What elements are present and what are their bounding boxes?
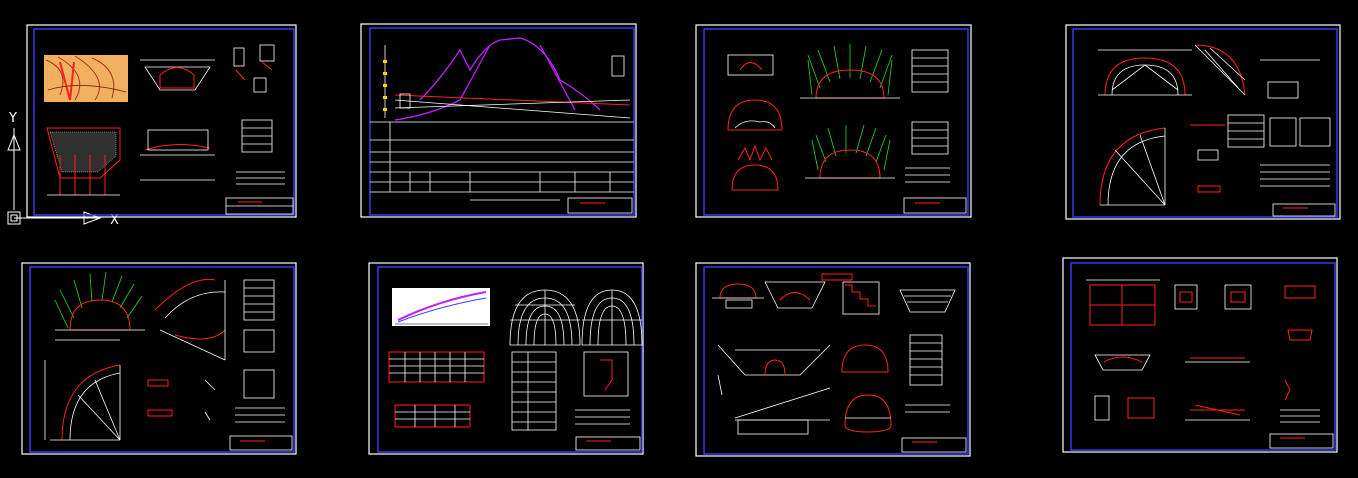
drawing-sheet-2[interactable] [360, 23, 637, 218]
detail-marks [233, 44, 275, 93]
stepped-excavation [842, 281, 880, 315]
topographic-site-plan [44, 55, 128, 102]
arch-ring-left [509, 289, 581, 346]
excavation-section-lower [731, 144, 779, 191]
title-block [903, 197, 967, 214]
bench-section [899, 289, 956, 313]
drawing-sheet-3[interactable] [695, 24, 972, 218]
tunnel-section-bolts [54, 271, 145, 341]
invert-details [1094, 354, 1320, 423]
notes-table [236, 119, 285, 185]
inclined-profile [734, 387, 831, 435]
longitudinal-mini-profile [140, 129, 215, 181]
tables [235, 279, 285, 423]
sloped-portal-section [717, 344, 831, 396]
node-details [1174, 284, 1316, 341]
elevation-scale [383, 45, 387, 118]
tables [905, 49, 950, 183]
tunnel-face-upper [841, 344, 889, 373]
drawing-sheet-7[interactable] [695, 262, 971, 457]
ucs-icon: Y X [7, 111, 119, 228]
drawing-sheet-1[interactable] [26, 24, 297, 218]
data-tables [388, 351, 557, 431]
detail-callouts [147, 379, 216, 421]
detail-callouts [1190, 59, 1320, 193]
tunnel-section-bolts-top [800, 44, 900, 99]
title-block [225, 197, 294, 215]
anchor-details [1094, 395, 1250, 421]
arch-ring-right [581, 289, 643, 346]
quarter-arc-lower [44, 360, 121, 441]
title-block [567, 197, 633, 214]
settlement-chart [392, 288, 490, 326]
excavation-stage-2 [764, 273, 853, 309]
ucs-x-label: X [110, 213, 119, 228]
lining-cross-section [1098, 49, 1192, 96]
portal-section [140, 59, 215, 91]
drawing-sheet-5[interactable] [21, 262, 297, 455]
ground-profile [394, 37, 631, 121]
drawing-sheet-4[interactable] [1065, 24, 1341, 220]
portal-elevation [727, 54, 774, 76]
title-block [1269, 433, 1334, 449]
title-block [1272, 203, 1336, 217]
drawing-sheet-6[interactable] [368, 262, 644, 455]
title-block [575, 436, 641, 451]
profile-data-table [370, 121, 634, 201]
tables [1227, 114, 1331, 187]
excavation-stage-1 [712, 283, 764, 309]
title-block [229, 435, 293, 451]
geological-section-hatched [46, 127, 121, 196]
tables [905, 334, 950, 413]
title-block [901, 437, 967, 453]
drawing-sheet-8[interactable] [1062, 257, 1338, 453]
quarter-arc-upper [154, 278, 226, 361]
ucs-y-label: Y [8, 111, 17, 126]
quarter-arc-upper [1194, 44, 1246, 96]
joint-detail [575, 351, 630, 425]
tunnel-section-bolts-bottom [805, 124, 895, 179]
excavation-section-mid [727, 99, 783, 131]
reinforcement-frame [1086, 279, 1160, 326]
tunnel-face-lower [844, 394, 892, 433]
quarter-arc-lower [1099, 127, 1166, 206]
